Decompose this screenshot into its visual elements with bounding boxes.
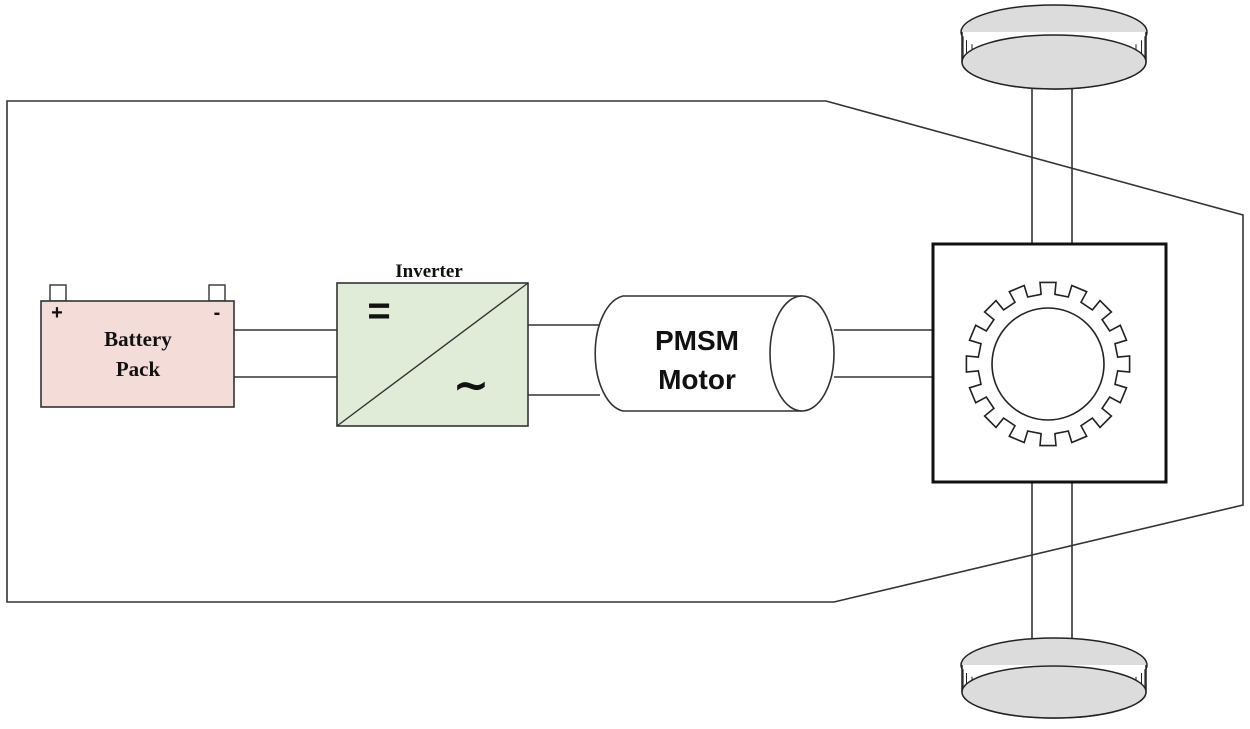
gear-hub [991,307,1105,421]
motor-end-cap [769,295,835,412]
inverter: Inverter = ∼ [336,261,529,427]
motor-label-line2: Motor [658,364,736,395]
battery-minus-sign: - [214,302,221,324]
motor-label-line1: PMSM [655,325,739,356]
battery-body [40,300,235,408]
inverter-motor-wires [528,324,600,396]
bottom-wheel [960,637,1148,719]
inverter-diagonal [336,282,529,427]
battery-positive-terminal [49,284,67,302]
vehicle-chassis-outline [6,100,1244,603]
battery-inverter-wires [234,329,337,378]
gearbox [931,242,1168,484]
motor-gearbox-shaft [834,329,933,378]
battery-plus-sign: + [51,302,63,324]
battery-pack: + - Battery Pack [40,284,235,408]
inverter-dc-symbol: = [367,289,390,333]
battery-negative-terminal [208,284,226,302]
battery-label-line2: Pack [116,357,161,381]
top-wheel [960,4,1148,90]
inverter-title: Inverter [395,261,463,282]
pmsm-motor: PMSM Motor [594,295,835,412]
inverter-ac-symbol: ∼ [453,361,490,410]
battery-label-line1: Battery [104,327,172,351]
top-axle-shaft [1031,85,1073,244]
